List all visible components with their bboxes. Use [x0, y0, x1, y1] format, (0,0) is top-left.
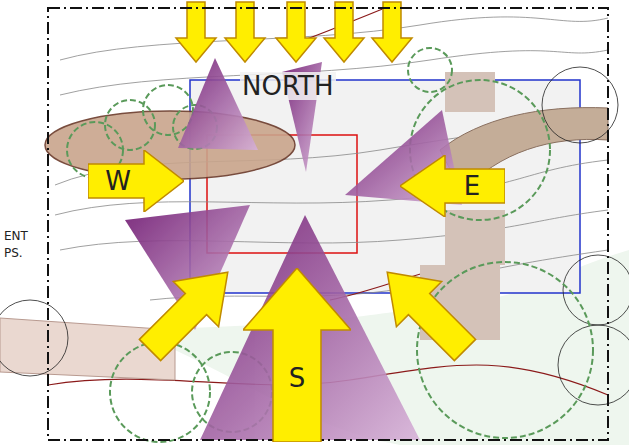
note-fragment: ENT: [2, 229, 30, 243]
note-fragment: PS.: [2, 246, 25, 260]
north-label: NORTH: [240, 72, 336, 100]
pavement-patch: [445, 72, 495, 112]
wind-arrow: W: [88, 150, 184, 212]
direction-letter: S: [289, 365, 306, 391]
site-boundary: [48, 8, 608, 440]
arrow-shape: [243, 268, 351, 442]
path-band: [45, 111, 295, 179]
arrow-shape: [400, 155, 505, 217]
arrow-shape: [88, 150, 184, 212]
arrow-outline: [243, 268, 351, 442]
wind-arrow: E: [400, 155, 505, 217]
wind-arrow: S: [243, 268, 351, 442]
building-envelope: [190, 80, 580, 293]
view-cones: [125, 58, 462, 440]
arrow-outline: [88, 150, 184, 212]
arrow-outline: [400, 155, 505, 217]
tree-canopies: [67, 48, 593, 442]
direction-letter: W: [105, 168, 131, 194]
direction-letter: E: [464, 173, 480, 199]
